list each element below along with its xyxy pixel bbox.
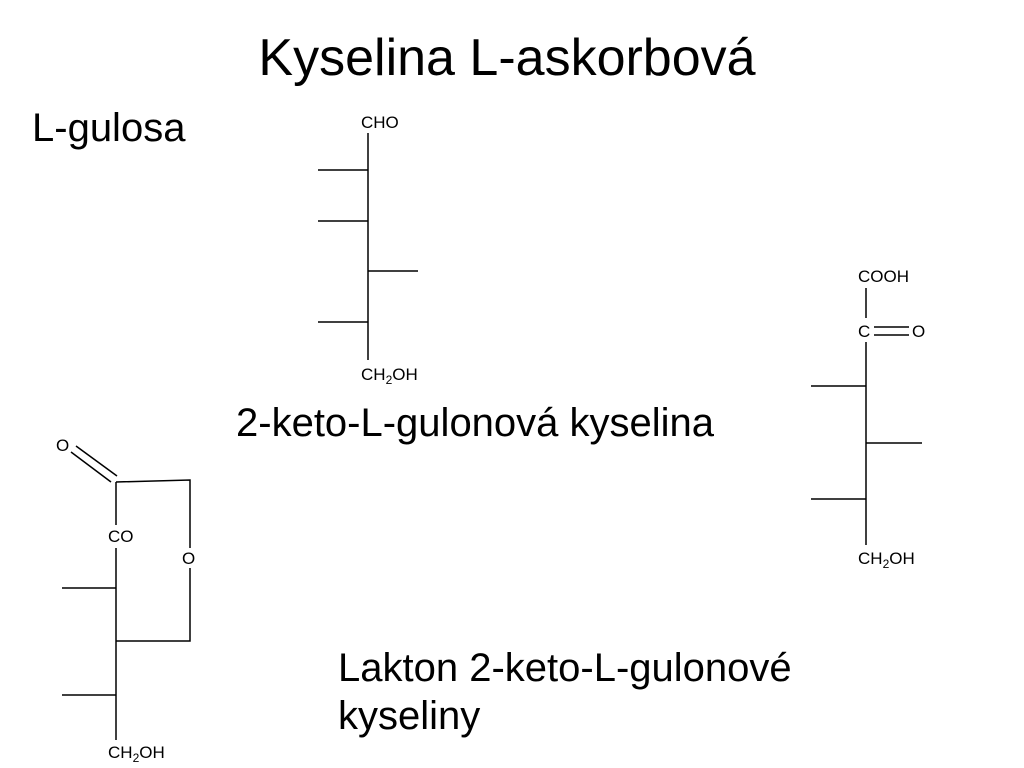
lactone-carbonyl-bond-2 — [75, 445, 118, 477]
label-lactone-line2: kyseliny — [338, 694, 481, 738]
lactone-carbonyl-oxygen: O — [56, 436, 69, 455]
label-lactone-line1: Lakton 2-keto-L-gulonové — [338, 646, 792, 690]
slide-title: Kyselina L-askorbová — [258, 29, 756, 87]
keto-acid-oxygen: O — [912, 322, 925, 341]
keto-acid-top-group: COOH — [858, 267, 909, 286]
lactone-bottom-group: CH2OH — [108, 743, 165, 765]
label-lactone: Lakton 2-keto-L-gulonové kyseliny — [338, 644, 792, 740]
lactone-carbonyl-bond-1 — [70, 451, 112, 483]
lactone-ring-oxygen: O — [182, 549, 195, 568]
label-keto-gulonic-acid: 2-keto-L-gulonová kyselina — [236, 401, 715, 445]
gulosa-fischer-projection: CHO CH2OH — [318, 113, 418, 387]
lactone-ring-bottom-bond — [116, 568, 191, 642]
lactone-structure: O CO O CH2OH — [56, 436, 195, 765]
gulosa-bottom-group: CH2OH — [361, 365, 418, 387]
label-l-gulosa: L-gulosa — [32, 106, 186, 150]
lactone-ring-top-bond — [115, 479, 191, 548]
gulosa-top-group: CHO — [361, 113, 399, 132]
lactone-co-group: CO — [108, 527, 134, 546]
keto-acid-fischer-projection: COOH C O CH2OH — [811, 267, 925, 571]
keto-acid-carbon: C — [858, 322, 870, 341]
keto-acid-bottom-group: CH2OH — [858, 549, 915, 571]
